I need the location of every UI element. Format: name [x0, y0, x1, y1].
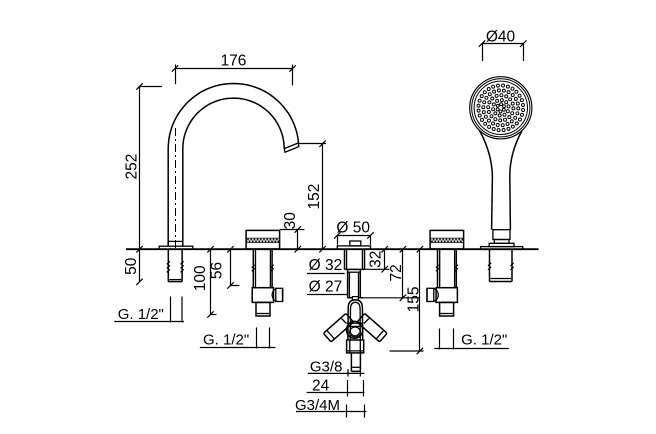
svg-text:G. 1/2": G. 1/2" — [118, 306, 164, 323]
svg-text:G3/8: G3/8 — [310, 358, 343, 375]
svg-text:30: 30 — [282, 212, 299, 230]
svg-text:G. 1/2": G. 1/2" — [461, 331, 507, 348]
svg-text:50: 50 — [123, 257, 140, 275]
svg-text:Ø 50: Ø 50 — [336, 219, 370, 236]
svg-text:G3/4M: G3/4M — [295, 397, 340, 414]
svg-text:G. 1/2": G. 1/2" — [203, 331, 249, 348]
svg-text:100: 100 — [192, 265, 209, 291]
svg-text:32: 32 — [368, 251, 385, 268]
svg-text:Ø40: Ø40 — [486, 29, 516, 46]
svg-text:Ø 27: Ø 27 — [309, 279, 343, 296]
svg-text:24: 24 — [312, 377, 330, 394]
svg-text:155: 155 — [406, 286, 423, 312]
svg-text:152: 152 — [306, 184, 323, 210]
svg-text:72: 72 — [388, 264, 405, 281]
svg-text:Ø 32: Ø 32 — [309, 257, 343, 274]
svg-text:252: 252 — [123, 154, 140, 180]
svg-text:56: 56 — [209, 262, 226, 279]
svg-text:176: 176 — [221, 52, 247, 69]
